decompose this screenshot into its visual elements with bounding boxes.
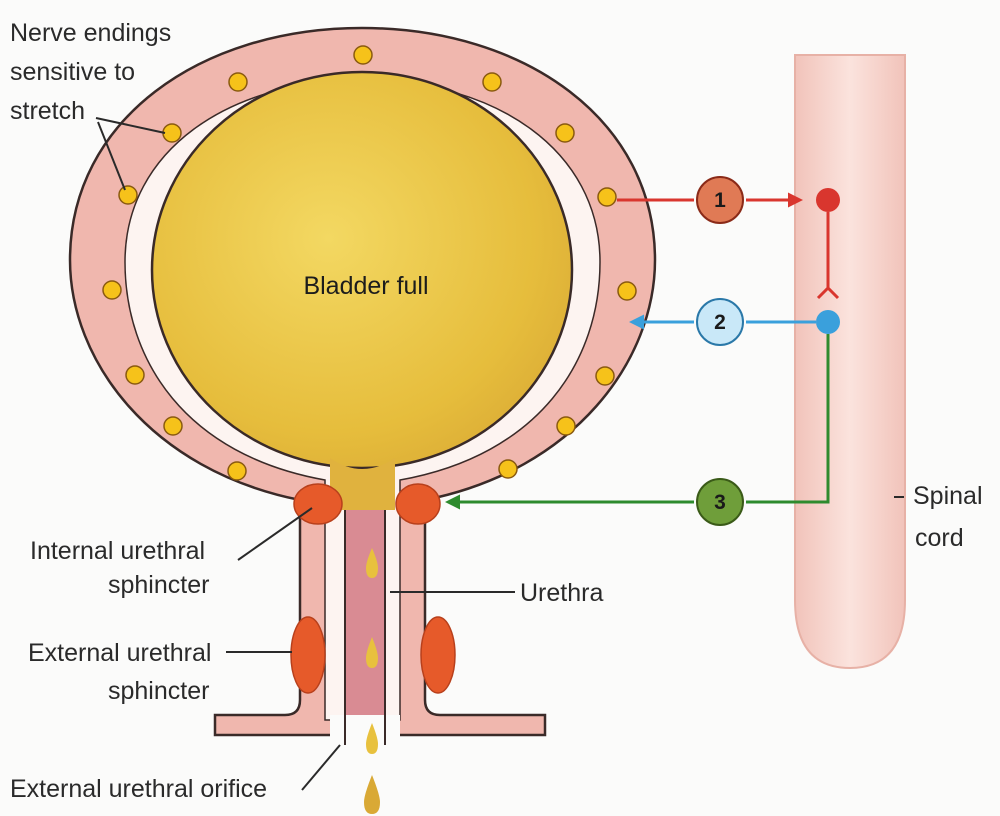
- label-external-orifice: External urethral orifice: [10, 775, 267, 803]
- pathway-2-number: 2: [714, 311, 726, 334]
- label-urethra: Urethra: [520, 579, 603, 607]
- pathway-3-number: 3: [714, 491, 726, 514]
- internal-sphincter-left: [294, 484, 342, 524]
- label-bladder-full: Bladder full: [303, 272, 428, 300]
- label-internal-sphincter-line1: Internal urethral: [30, 537, 205, 565]
- label-nerve-endings-line3: stretch: [10, 97, 85, 125]
- label-nerve-endings-line1: Nerve endings: [10, 19, 171, 47]
- internal-sphincter-right: [396, 484, 440, 524]
- spinal-cord: [795, 55, 905, 668]
- label-nerve-endings-line2: sensitive to: [10, 58, 135, 86]
- label-spinal-cord-line1: Spinal: [913, 482, 983, 510]
- label-internal-sphincter-line2: sphincter: [108, 571, 209, 599]
- label-spinal-cord-line2: cord: [915, 524, 964, 552]
- label-external-sphincter-line1: External urethral: [28, 639, 211, 667]
- external-sphincter-left: [291, 617, 325, 693]
- pathway-1-number: 1: [714, 189, 726, 212]
- label-external-sphincter-line2: sphincter: [108, 677, 209, 705]
- urine: [152, 72, 572, 468]
- pathway-2: 2: [632, 299, 816, 345]
- external-sphincter-right: [421, 617, 455, 693]
